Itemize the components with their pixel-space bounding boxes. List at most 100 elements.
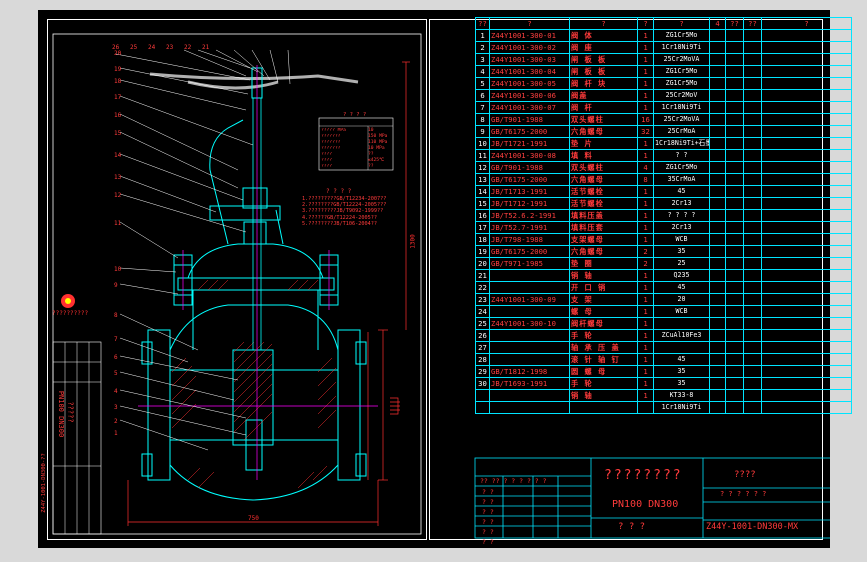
bom-cell: 26 [475, 329, 490, 342]
bom-cell: JB/T52.6.2-1991 [489, 209, 570, 222]
bom-cell: 25Cr2MoVA [653, 113, 710, 126]
bom-cell [743, 185, 762, 198]
bom-cell [761, 329, 852, 342]
bom-cell: 1 [637, 221, 654, 234]
bom-cell [725, 317, 744, 330]
bom-cell: 10 [475, 137, 490, 150]
dimension-lines [127, 61, 410, 526]
bom-cell: 1 [637, 41, 654, 54]
bom-cell: 45 [653, 185, 710, 198]
bom-cell [489, 353, 570, 366]
bom-cell: ZG1Cr5Mo [653, 65, 710, 78]
bom-cell [743, 137, 762, 150]
section-hatching [171, 279, 337, 489]
bom-cell [709, 137, 726, 150]
title-bottom: ? ? ? [618, 522, 646, 532]
bom-cell: 1 [637, 365, 654, 378]
bom-cell: Z44Y1001-300-02 [489, 41, 570, 54]
bom-cell [761, 41, 852, 54]
bom-cell [725, 161, 744, 174]
param-value: 10 [368, 128, 374, 133]
bom-cell [743, 125, 762, 138]
bom-cell: ZG1Cr5Mo [653, 29, 710, 42]
bom-cell [725, 125, 744, 138]
bom-cell [489, 401, 570, 414]
bom-cell: 19 [475, 245, 490, 258]
bom-cell: Z44Y1001-300-09 [489, 293, 570, 306]
title-left-header: ?? ?? ? ? ? ? ? ? [480, 477, 547, 485]
bom-cell: 25 [653, 257, 710, 270]
bom-cell [761, 113, 852, 126]
bom-cell [761, 125, 852, 138]
bom-cell [743, 29, 762, 42]
bom-cell: 1 [637, 269, 654, 282]
bom-cell: 2 [637, 257, 654, 270]
bom-cell: 阀 体 [569, 29, 638, 42]
bom-cell: 阀杆螺母 [569, 317, 638, 330]
param-name: ???? [321, 158, 333, 163]
balloon-number: 21 [202, 44, 210, 51]
bom-cell: 销 轴 [569, 269, 638, 282]
bom-cell [743, 341, 762, 354]
bom-cell [725, 269, 744, 282]
title-spec: PN100 DN300 [612, 499, 679, 510]
bom-cell: 1 [637, 281, 654, 294]
assembly-sheet [47, 19, 427, 540]
param-name: ??????? [321, 140, 341, 145]
bom-cell [743, 317, 762, 330]
bom-cell [709, 245, 726, 258]
bom-cell [743, 269, 762, 282]
bom-cell: 1 [637, 233, 654, 246]
bom-cell [743, 77, 762, 90]
bom-cell [725, 341, 744, 354]
bom-cell: ZCuAl10Fe3 [653, 329, 710, 342]
bom-cell: 15 [475, 197, 490, 210]
title-left-cell: ? ? [482, 528, 494, 536]
bom-cell [743, 329, 762, 342]
bom-cell [725, 245, 744, 258]
param-table-title: ? ? ? ? [343, 112, 367, 118]
bom-cell: 螺 母 [569, 305, 638, 318]
param-row: ?????? [321, 152, 393, 158]
centerlines [138, 65, 378, 480]
bom-cell [489, 389, 570, 402]
bom-cell: 1 [637, 329, 654, 342]
stamp-logo-icon [61, 294, 75, 308]
bom-header-cell: ? [761, 17, 852, 30]
bom-cell [725, 29, 744, 42]
bom-cell: 16 [637, 113, 654, 126]
bom-cell: 1 [637, 89, 654, 102]
bom-cell [743, 389, 762, 402]
bom-cell [725, 173, 744, 186]
tech-req-item: 3.?????????JB/T9092-1999?? [302, 208, 384, 215]
param-row: ????≤425℃ [321, 158, 393, 164]
bom-cell: 21 [475, 269, 490, 282]
bom-cell [725, 401, 744, 414]
bom-cell: 5 [475, 77, 490, 90]
bom-cell: 销 轴 [569, 389, 638, 402]
balloon-number: 23 [166, 44, 174, 51]
bom-cell [743, 305, 762, 318]
bom-header-cell: ? [653, 17, 710, 30]
bom-cell [653, 341, 710, 354]
bom-cell: 29 [475, 365, 490, 378]
bom-cell [725, 185, 744, 198]
bom-cell: ? ? ? ? [653, 209, 710, 222]
bom-cell: GB/T971-1985 [489, 257, 570, 270]
bom-cell: KT33-8 [653, 389, 710, 402]
title-main: ???????? [604, 468, 683, 483]
bom-cell [709, 41, 726, 54]
bom-cell [725, 233, 744, 246]
bom-cell: 17 [475, 221, 490, 234]
bom-cell [709, 197, 726, 210]
bom-cell [637, 401, 654, 414]
bom-cell [725, 113, 744, 126]
bom-cell [743, 41, 762, 54]
bom-cell [569, 401, 638, 414]
bom-cell [743, 377, 762, 390]
bom-cell [761, 305, 852, 318]
